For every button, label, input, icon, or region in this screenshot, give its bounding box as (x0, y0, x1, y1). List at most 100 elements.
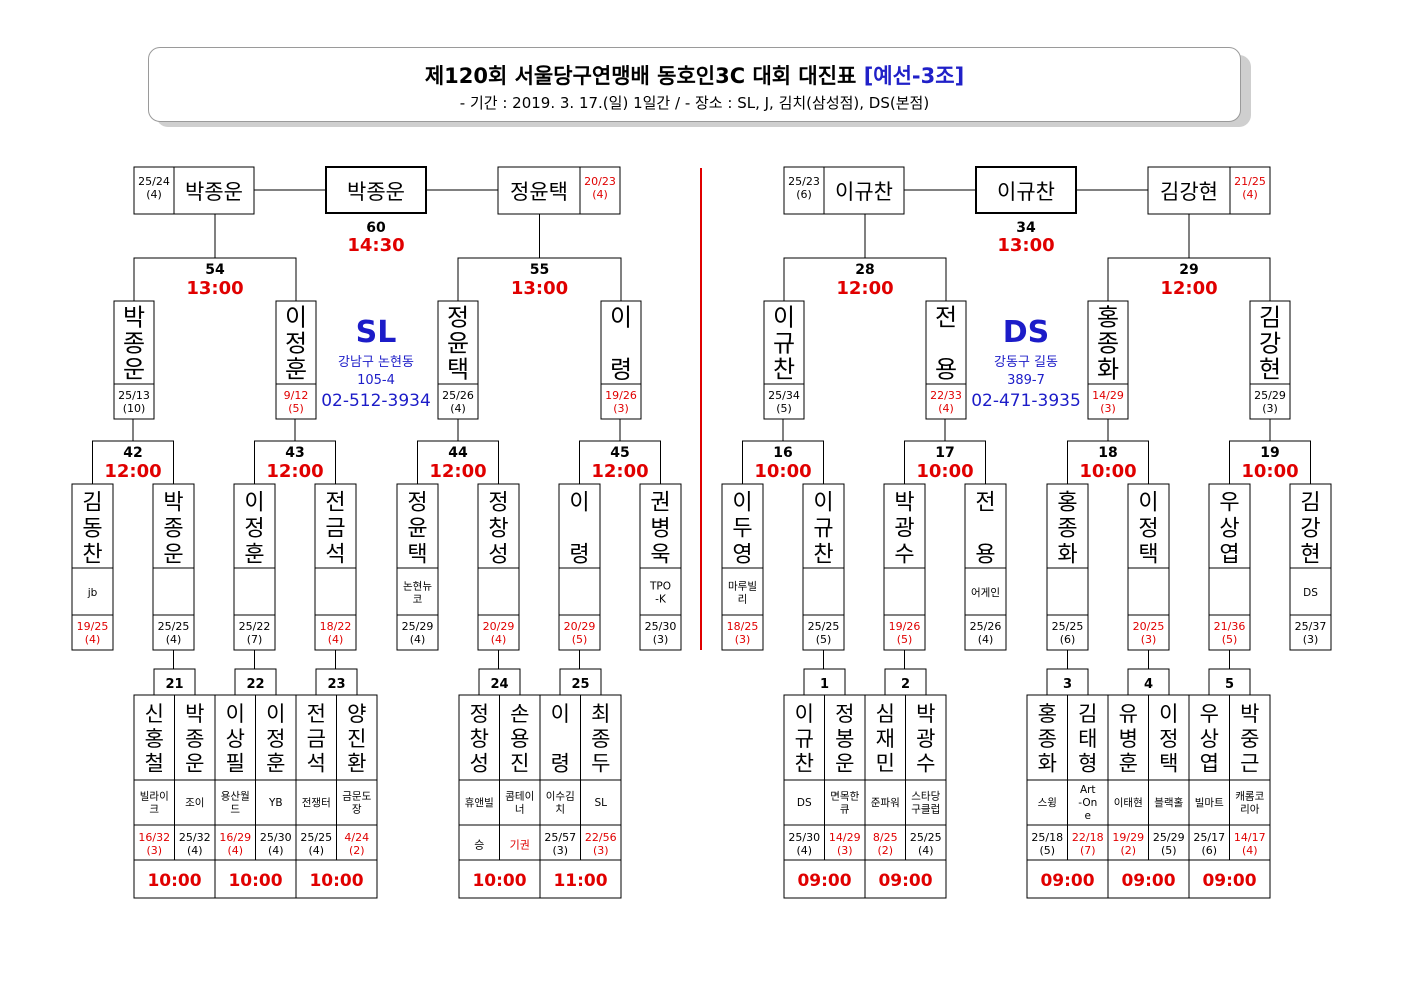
final-match-34-right-rank: (4) (1242, 188, 1258, 201)
round3-match-28-number: 28 (855, 262, 874, 278)
final-match-34-right-name: 김강현 (1160, 180, 1218, 204)
round1-match-21-player-1-score: 16/32 (138, 831, 170, 844)
group-label: [예선-3조] (863, 64, 965, 88)
round2-player-2-rank: (4) (166, 633, 182, 646)
final-match-60-left-score: 25/24 (138, 175, 170, 188)
round2-player-1-rank: (4) (85, 633, 101, 646)
round3-player-7-rank: (3) (1100, 402, 1116, 415)
round1-match-22-number: 22 (246, 677, 264, 692)
round2-match-42-time: 12:00 (104, 461, 161, 482)
round3-player-3-rank: (4) (450, 402, 466, 415)
final-match-60-left-name: 박종운 (185, 180, 243, 204)
round2-player-16-score: 25/37 (1295, 620, 1327, 633)
round2-player-4-rank: (4) (328, 633, 344, 646)
round1-match-2-number: 2 (901, 677, 910, 692)
round1-match-21-number-box (153, 668, 196, 696)
round1-match-3-player-1-club: 스윙 (1038, 797, 1057, 809)
round1-match-25-player-1-score: 25/57 (544, 831, 576, 844)
round2-player-13-rank: (6) (1060, 633, 1076, 646)
round3-player-5-score: 25/34 (768, 389, 800, 402)
round3-match-28-time: 12:00 (836, 278, 893, 299)
final-match-34-winner-name: 이규찬 (997, 180, 1055, 204)
venue-ds-address-number: 389-7 (1007, 373, 1045, 388)
round2-match-45-time: 12:00 (591, 461, 648, 482)
round1-match-25-player-2-club: SL (594, 797, 607, 809)
venue-sl-phone: 02-512-3934 (321, 391, 431, 411)
round3-player-4-score: 19/26 (605, 389, 637, 402)
round1-match-2-player-1-score: 8/25 (873, 831, 898, 844)
round1-match-23-player-2-rank: (2) (349, 844, 365, 857)
round2-player-16-club: DS (1303, 587, 1318, 599)
round1-match-22-time: 10:00 (228, 871, 282, 891)
final-match-34-number: 34 (1016, 220, 1036, 236)
round1-match-24-player-2-score: 기권 (510, 839, 530, 852)
round2-match-44-time: 12:00 (429, 461, 486, 482)
round3-player-1-score: 25/13 (118, 389, 150, 402)
round1-match-21-player-2-score: 25/32 (179, 831, 211, 844)
round3-player-3-score: 25/26 (442, 389, 474, 402)
round1-match-24-time: 10:00 (472, 871, 526, 891)
round1-match-23-time: 10:00 (309, 871, 363, 891)
round2-match-43-number: 43 (285, 445, 304, 461)
round1-match-21-player-2-club: 조이 (185, 797, 204, 809)
round1-match-22-number-box (234, 668, 277, 696)
round2-player-1-score: 19/25 (77, 620, 109, 633)
round1-match-3-player-1-score: 25/18 (1031, 831, 1063, 844)
final-match-34-time: 13:00 (997, 235, 1054, 256)
round3-player-6-score: 22/33 (930, 389, 962, 402)
round1-match-3-player-1-rank: (5) (1039, 844, 1055, 857)
round2-player-1-club: jb (87, 587, 98, 599)
round3-match-55-number: 55 (530, 262, 549, 278)
round1-match-23-player-1-rank: (4) (308, 844, 324, 857)
round2-player-11-score: 19/26 (889, 620, 921, 633)
round1-match-25-number-box (559, 668, 602, 696)
round1-match-21-time: 10:00 (147, 871, 201, 891)
round2-player-7-score: 20/29 (564, 620, 596, 633)
round1-match-4-player-1-club: 이태현 (1114, 797, 1143, 809)
round2-player-7-name: 이 령 (569, 490, 589, 567)
round2-player-6-rank: (4) (491, 633, 507, 646)
round1-match-5-player-1-score: 25/17 (1193, 831, 1225, 844)
round1-match-22-player-1-rank: (4) (227, 844, 243, 857)
round1-match-1-player-1-club: DS (797, 797, 812, 809)
round2-match-19-time: 10:00 (1241, 461, 1298, 482)
round1-match-1-number: 1 (820, 677, 829, 692)
round1-match-3-time: 09:00 (1040, 871, 1094, 891)
round2-player-2-score: 25/25 (158, 620, 190, 633)
venue-ds-phone: 02-471-3935 (971, 391, 1081, 411)
round1-match-25-number: 25 (571, 677, 589, 692)
round2-player-12-score: 25/26 (970, 620, 1002, 633)
round1-match-4-player-1-rank: (2) (1120, 844, 1136, 857)
round2-player-14-rank: (3) (1141, 633, 1157, 646)
round2-player-8-club: TPO-K (649, 581, 671, 606)
round2-match-18-number: 18 (1098, 445, 1117, 461)
final-match-34-left-name: 이규찬 (835, 180, 893, 204)
round1-match-25-player-1-name: 이 령 (551, 702, 570, 776)
round1-match-3-number: 3 (1063, 677, 1072, 692)
round1-match-23-player-2-score: 4/24 (344, 831, 369, 844)
round1-match-23-number-box (315, 668, 358, 696)
final-match-60-right-rank: (4) (592, 188, 608, 201)
round1-match-24-number: 24 (490, 677, 508, 692)
round1-match-25-player-1-rank: (3) (552, 844, 568, 857)
round3-match-55-time: 13:00 (511, 278, 568, 299)
final-match-34-left-rank: (6) (796, 188, 812, 201)
